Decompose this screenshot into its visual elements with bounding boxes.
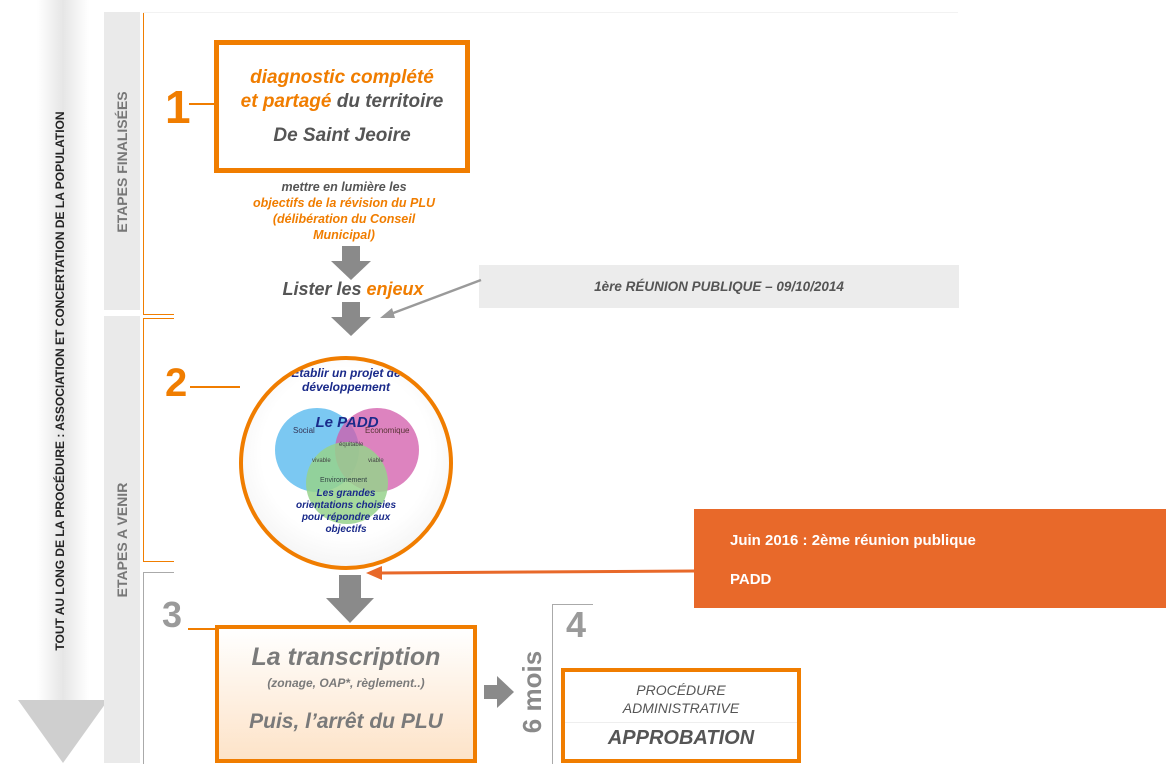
bracket-phase3 (143, 572, 174, 764)
box4-line3: APPROBATION (565, 722, 797, 750)
phase-done-column (104, 12, 140, 310)
meeting1-label: 1ère RÉUNION PUBLIQUE – 09/10/2014 (594, 279, 844, 294)
phase-todo-label: ETAPES A VENIR (114, 482, 130, 598)
bracket-phase1 (143, 12, 174, 315)
down-arrow-3 (326, 575, 374, 623)
padd-top-line1: Établir un projet de (291, 366, 401, 380)
duration-label: 6 mois (517, 650, 547, 734)
step-number-3: 3 (162, 594, 183, 635)
phase-done-label: ETAPES FINALISÉES (114, 91, 130, 233)
step-connector-1 (189, 103, 216, 105)
box-diagnostic: diagnostic complété et partagé du territ… (214, 40, 470, 173)
box-approbation: PROCÉDURE ADMINISTRATIVE APPROBATION (561, 668, 801, 763)
enjeux-prefix: Lister les (282, 279, 367, 299)
step-number-1: 1 (165, 81, 191, 133)
venn-label-social: Social (293, 426, 315, 435)
objectives-line4: Municipal) (313, 228, 375, 242)
venn-label-env: Environnement (320, 477, 368, 484)
venn-label-eco: Économique (365, 426, 410, 435)
main-side-label: TOUT AU LONG DE LA PROCÉDURE : ASSOCIATI… (53, 111, 67, 651)
box1-line2: et partagé du territoire (219, 91, 465, 113)
padd-top-text: Établir un projet de développement (263, 366, 429, 394)
venn-environment (306, 442, 388, 524)
padd-bottom-line1: Les grandes (316, 488, 376, 499)
bracket-phase1-top (143, 12, 958, 13)
enjeux-text: Lister les enjeux (253, 279, 453, 300)
meeting1-banner (479, 265, 959, 308)
padd-bottom-text: Les grandes orientations choisies pour r… (263, 488, 429, 536)
padd-bottom-line3: pour répondre aux (301, 512, 391, 523)
box1-line2-rest: du territoire (331, 91, 444, 112)
venn-label-vivable: vivable (312, 458, 331, 464)
right-arrow-6mois (484, 676, 514, 708)
enjeux-word: enjeux (366, 279, 424, 299)
down-arrow-2 (331, 302, 371, 336)
padd-circle: Social Économique vivable équitable viab… (239, 356, 453, 570)
venn-label-viable: viable (368, 458, 384, 464)
phase-todo-column (104, 316, 140, 763)
box1-line1: diagnostic complété (250, 67, 434, 88)
box3-bottom: Puis, l’arrêt du PLU (249, 710, 443, 733)
down-arrow-1 (331, 246, 371, 280)
padd-bottom-line2: orientations choisies (295, 500, 397, 511)
objectives-text: mettre en lumière les objectifs de la ré… (224, 179, 464, 243)
box3-title: La transcription (251, 643, 441, 671)
step-number-2: 2 (165, 361, 188, 405)
box4-line1: PROCÉDURE (636, 682, 726, 698)
bracket-phase4 (552, 604, 593, 764)
left-column (37, 0, 89, 705)
meeting2-line1: Juin 2016 : 2ème réunion publique (730, 532, 976, 549)
step-connector-3 (188, 628, 216, 630)
padd-center-text: Le PADD (315, 414, 379, 431)
meeting1-pointer (380, 278, 482, 318)
objectives-line2: objectifs de la révision du PLU (253, 196, 435, 210)
objectives-line1: mettre en lumière les (281, 180, 407, 194)
box1-line2-orange: et partagé (240, 91, 332, 112)
bracket-phase2 (143, 318, 174, 562)
padd-top-line2: développement (301, 380, 391, 394)
padd-bottom-line4: objectifs (325, 524, 367, 535)
box3-sub: (zonage, OAP*, règlement..) (267, 676, 425, 690)
meeting2-banner (694, 509, 1166, 608)
meeting2-line2: PADD (730, 571, 772, 588)
step-connector-2 (190, 386, 240, 388)
left-arrow-head (18, 700, 108, 763)
box1-line3: De Saint Jeoire (273, 125, 411, 146)
box4-line2: ADMINISTRATIVE (622, 700, 740, 716)
venn-label-equitable: équitable (339, 442, 364, 448)
meeting2-pointer (366, 566, 695, 580)
objectives-line3: (délibération du Conseil (272, 212, 416, 226)
box-transcription: La transcription (zonage, OAP*, règlemen… (215, 625, 477, 763)
step-number-4: 4 (566, 604, 587, 645)
